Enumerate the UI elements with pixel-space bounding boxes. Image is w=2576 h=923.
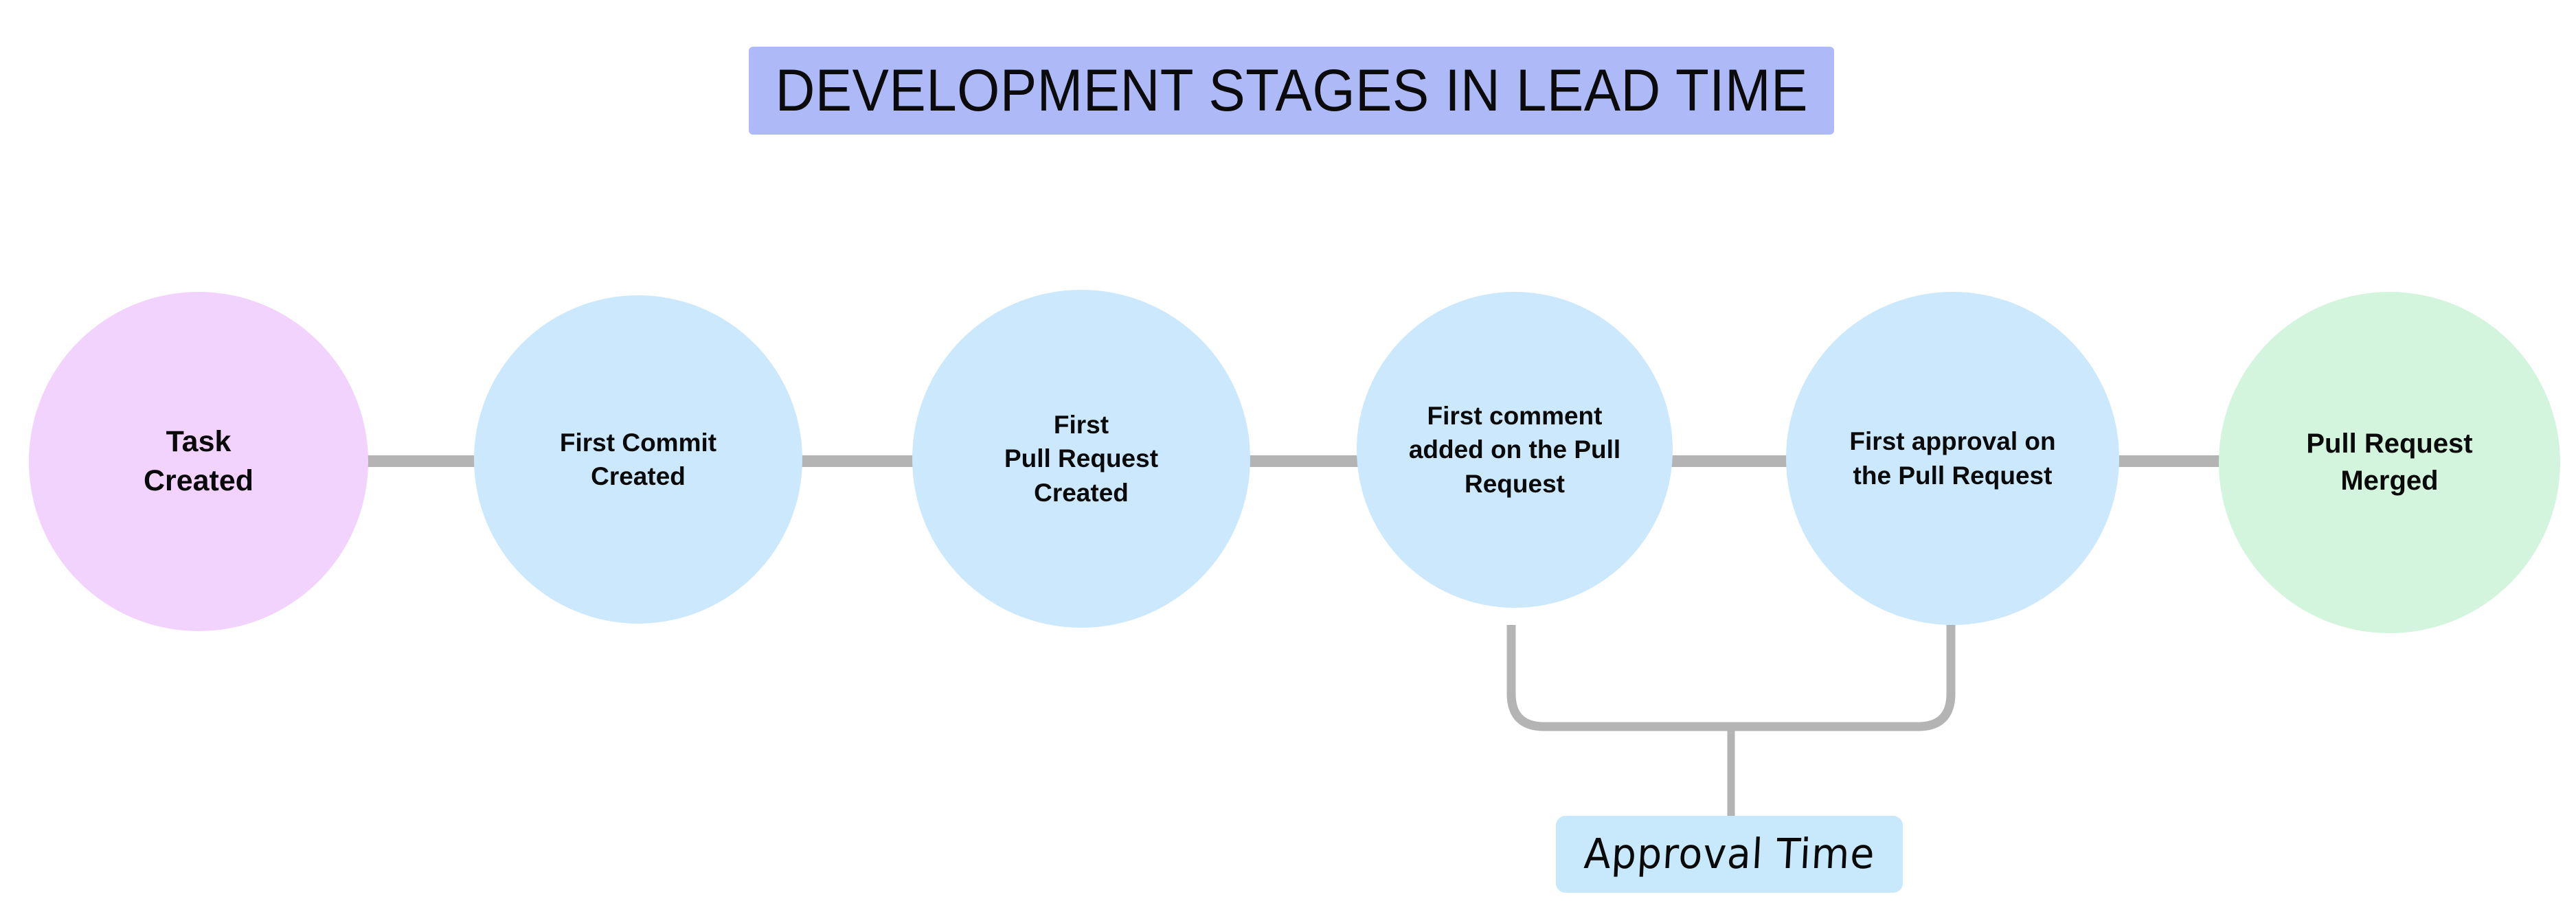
stage-label: First Pull Request Created bbox=[1004, 411, 1159, 507]
stage-node-first-pull-request-created[interactable]: First Pull Request Created bbox=[912, 290, 1250, 628]
stage-label: Task Created bbox=[143, 424, 254, 497]
diagram-title-banner: DEVELOPMENT STAGES IN LEAD TIME bbox=[749, 47, 1834, 135]
connector-comment-to-approval bbox=[1662, 455, 1797, 467]
approval-time-annotation[interactable]: Approval Time bbox=[1556, 816, 1903, 893]
page-title: DEVELOPMENT STAGES IN LEAD TIME bbox=[775, 58, 1808, 124]
connector-approval-to-merged bbox=[2109, 455, 2230, 467]
stage-label: Pull Request Merged bbox=[2306, 429, 2473, 496]
connector-task-to-commit bbox=[357, 455, 488, 467]
stage-node-first-comment-added[interactable]: First comment added on the Pull Request bbox=[1357, 292, 1673, 608]
stage-node-first-approval[interactable]: First approval on the Pull Request bbox=[1786, 292, 2119, 625]
approval-time-bracket bbox=[1506, 625, 1956, 817]
stage-label: First Commit Created bbox=[559, 428, 717, 490]
stage-node-task-created[interactable]: Task Created bbox=[29, 292, 368, 631]
stage-node-pull-request-merged[interactable]: Pull Request Merged bbox=[2219, 292, 2560, 633]
stage-label: First approval on the Pull Request bbox=[1849, 427, 2056, 490]
stage-node-first-commit-created[interactable]: First Commit Created bbox=[474, 295, 802, 624]
stage-label: First comment added on the Pull Request bbox=[1408, 402, 1621, 498]
connector-commit-to-pr bbox=[791, 455, 922, 467]
connector-pr-to-comment bbox=[1239, 455, 1367, 467]
approval-time-label: Approval Time bbox=[1582, 830, 1877, 878]
